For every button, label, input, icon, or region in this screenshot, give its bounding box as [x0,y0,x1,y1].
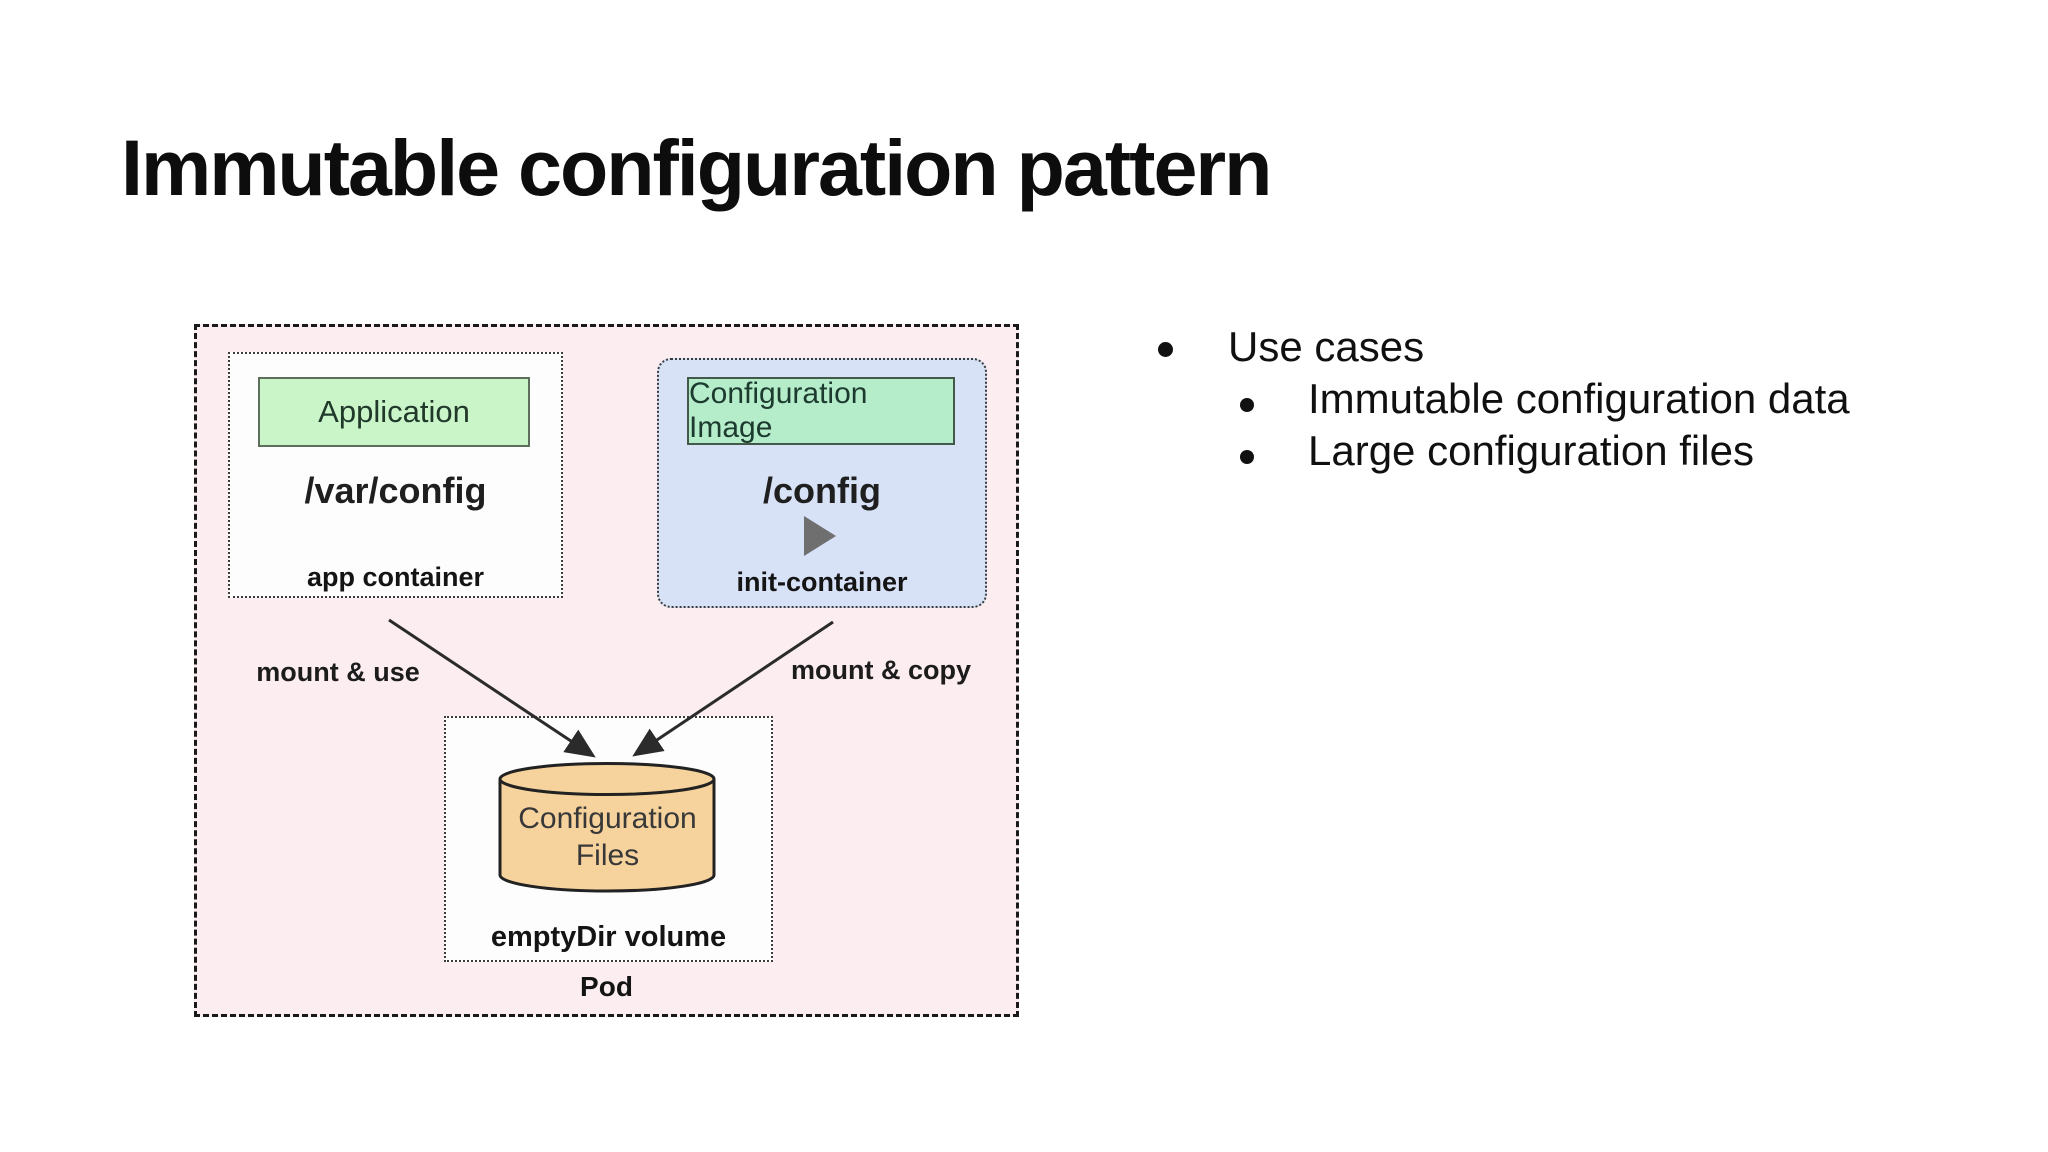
config-image-box: Configuration Image [687,377,955,445]
mount-use-label: mount & use [256,657,420,687]
app-mount-path: /var/config [304,470,487,511]
bullet-dot [1240,450,1254,464]
slide-title: Immutable configuration pattern [121,123,1272,212]
pod-label: Pod [580,971,633,1002]
emptydir-volume-label: emptyDir volume [490,921,727,953]
app-container-label: app container [306,562,485,592]
play-icon [804,516,836,556]
cylinder-label-line2: Files [575,839,640,872]
bullet-dot [1240,398,1254,412]
database-cylinder-icon [498,762,716,893]
bullet-item-use-cases: Use cases [1228,323,1425,370]
init-container-label: init-container [736,567,908,597]
application-image-label: Application [318,394,470,429]
cylinder-label: Configuration Files [497,800,718,874]
application-image-box: Application [258,377,530,447]
bullet-dot [1158,342,1173,357]
bullet-item-immutable-configuration-data: Immutable configuration data [1308,375,1850,422]
init-mount-path: /config [763,470,881,511]
cylinder-label-line1: Configuration [518,802,697,835]
bullet-item-large-configuration-files: Large configuration files [1308,427,1754,474]
config-image-label: Configuration Image [689,377,868,444]
mount-copy-label: mount & copy [791,655,971,685]
